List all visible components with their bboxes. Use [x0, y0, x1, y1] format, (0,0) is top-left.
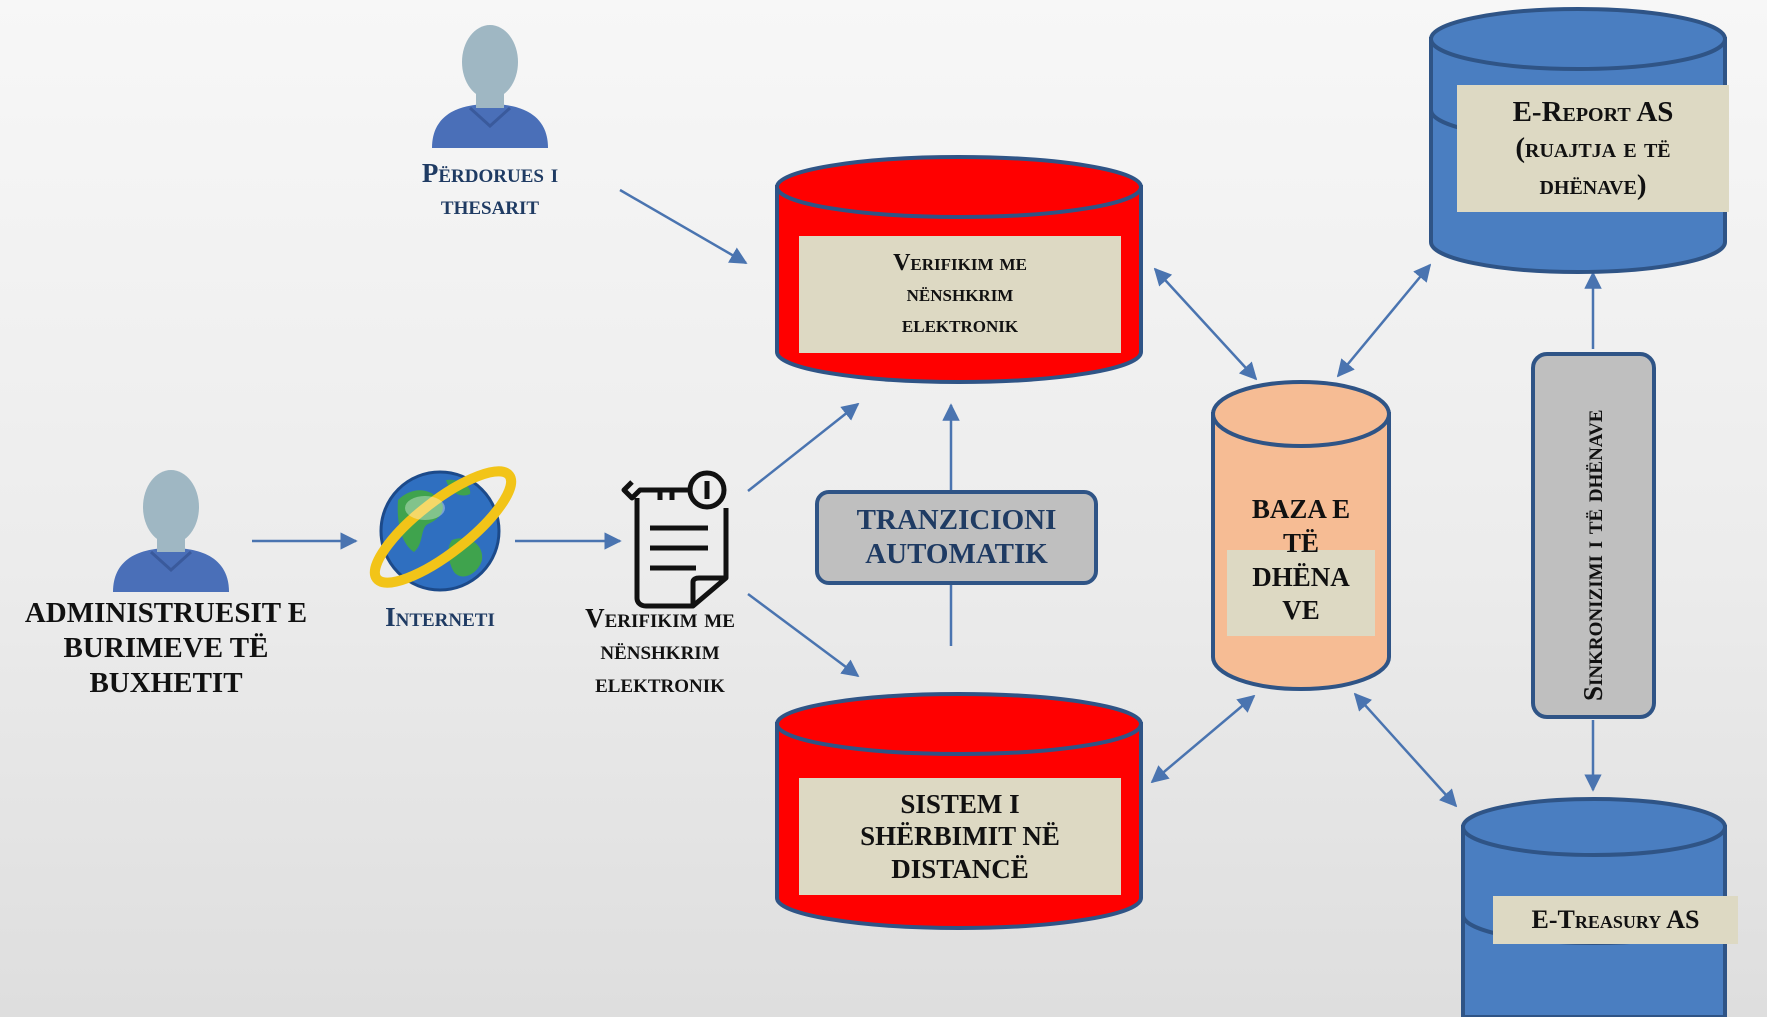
person-icon	[432, 25, 548, 148]
arrow-esign-to-verify	[747, 402, 860, 492]
arrow-main-ereport	[1336, 263, 1432, 378]
user-treasury-label: Përdorues i thesarit	[421, 158, 559, 221]
esign-label: Verifikim me nënshkrim elektronik	[585, 603, 735, 698]
arrow-main-etreasury	[1353, 692, 1458, 808]
ereport-panel: E-Report AS (ruajtja e të dhënave)	[1457, 85, 1729, 212]
globe-icon	[369, 466, 517, 592]
sync-box: Sinkronizimi i të dhënave	[1531, 352, 1656, 719]
db-remote-panel: SISTEM I SHËRBIMIT NË DISTANCË	[799, 778, 1121, 895]
arrow-esign-to-remote	[747, 592, 860, 678]
sync-label: Sinkronizimi i të dhënave	[1577, 409, 1608, 701]
db-main-label: BAZA E TË DHËNA VE	[1251, 494, 1351, 626]
db-verify-panel: Verifikim me nënshkrim elektronik	[799, 236, 1121, 353]
admin-label: ADMINISTRUESIT E BURIMEVE TË BUXHETIT	[24, 597, 308, 699]
arrow-verify-main	[1153, 267, 1258, 381]
db-main-highlight	[1227, 550, 1375, 636]
signed-document-key-icon	[621, 470, 729, 609]
etreasury-panel: E-Treasury AS	[1493, 896, 1738, 944]
arrow-remote-main	[1150, 694, 1256, 784]
person-icon	[113, 470, 229, 592]
transition-box: TRANZICIONI AUTOMATIK	[815, 490, 1098, 585]
internet-label: Interneti	[385, 602, 495, 632]
arrow-user-to-verify	[619, 188, 748, 265]
